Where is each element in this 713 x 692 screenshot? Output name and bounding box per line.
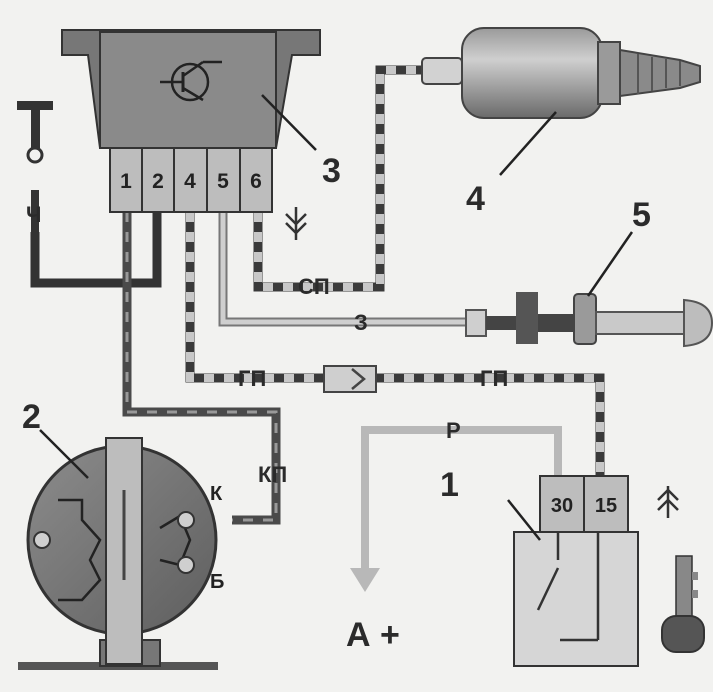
pin-label: 1 xyxy=(120,170,132,193)
connector-block xyxy=(109,147,273,213)
pin-label: 6 xyxy=(250,170,262,193)
wire-r xyxy=(350,426,562,592)
wire-ch xyxy=(30,190,162,288)
key-icon xyxy=(661,555,705,653)
distributor xyxy=(18,429,218,670)
wire-z xyxy=(218,212,470,327)
wires xyxy=(30,65,605,592)
wire-label-gp-right: ГП xyxy=(480,366,508,391)
pin-label: 4 xyxy=(184,170,196,193)
wire-kp xyxy=(122,212,281,525)
terminal-b-label: Б xyxy=(210,571,224,593)
carburetor-switch-number: 5 xyxy=(632,196,651,234)
power-symbol-icon xyxy=(657,486,679,518)
solenoid-valve xyxy=(421,27,701,176)
wire-label-gp-left: ГП xyxy=(238,366,266,391)
wire-label-ch: Ч xyxy=(26,202,41,227)
wire-sp xyxy=(253,65,430,292)
ignition-switch-number: 1 xyxy=(440,466,459,504)
distributor-number: 2 xyxy=(22,398,41,436)
pin-label: 2 xyxy=(152,170,164,193)
pin-label: 5 xyxy=(217,170,229,193)
wire-label-r: Р xyxy=(446,418,461,443)
power-label: А + xyxy=(346,616,400,654)
ground-post xyxy=(17,101,53,164)
terminal-15-label: 15 xyxy=(595,495,617,517)
wire-label-z: З xyxy=(354,310,368,335)
terminal-30-label: 30 xyxy=(551,495,573,517)
ground-symbol-icon xyxy=(285,207,307,240)
control-unit: 1 2 4 5 6 xyxy=(61,29,321,213)
inline-connector xyxy=(323,365,377,393)
wire-label-sp: СП xyxy=(298,274,330,299)
wire-label-kp: КП xyxy=(258,462,287,487)
carburetor-switch xyxy=(465,231,713,348)
control-unit-number: 3 xyxy=(322,152,341,190)
solenoid-number: 4 xyxy=(466,180,485,218)
wire-gp xyxy=(185,212,605,476)
transistor-icon xyxy=(160,60,222,102)
ignition-switch xyxy=(507,475,639,667)
terminal-k-label: К xyxy=(210,483,223,505)
